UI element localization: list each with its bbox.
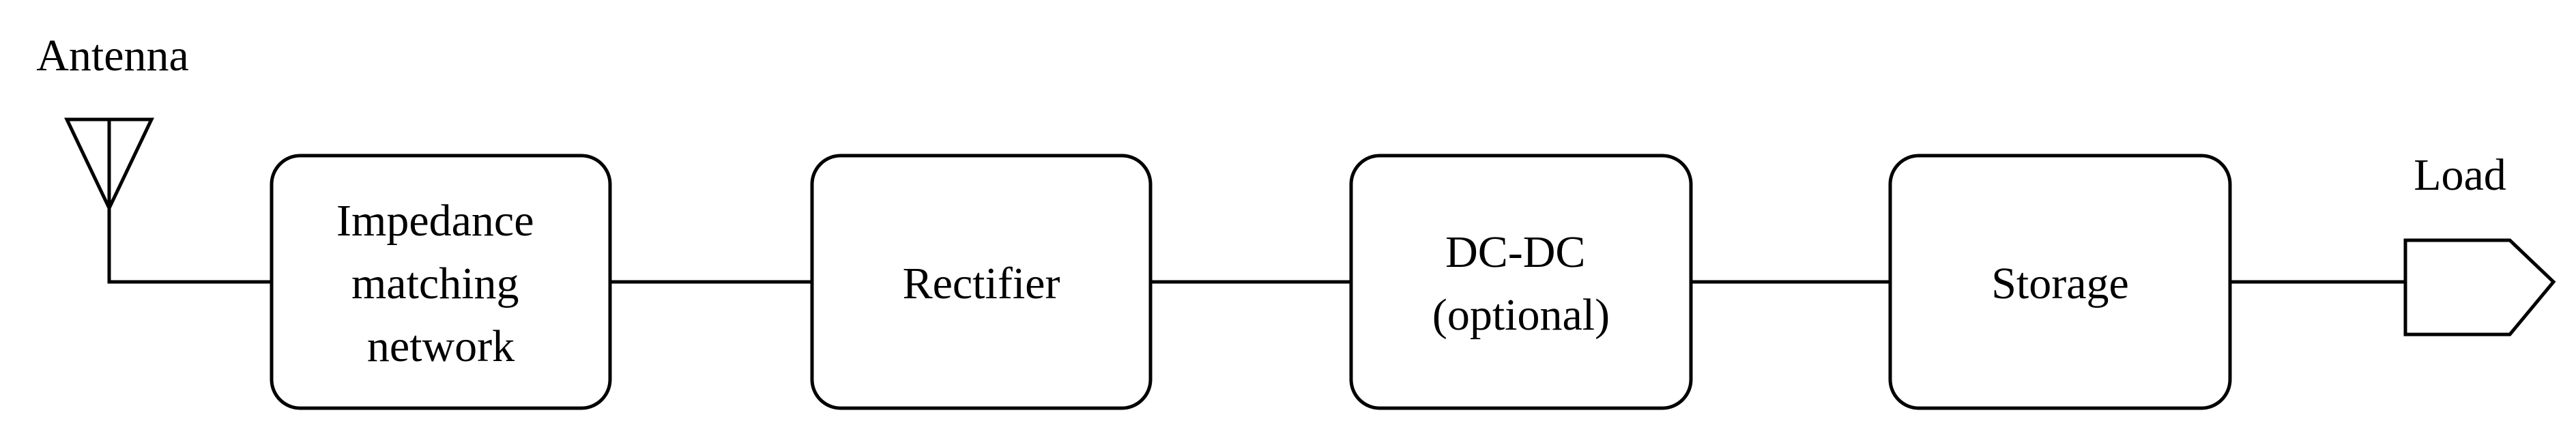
block-dc-dc: DC-DC (optional): [1349, 154, 1693, 410]
dcdc-line-1: DC-DC: [1445, 227, 1585, 277]
svg-text:Impedance matching: Impedance matching network: [336, 196, 545, 371]
svg-text:Storage: Storage: [1991, 259, 2129, 309]
impedance-line-3: network: [367, 321, 515, 371]
wire-antenna-to-impedance: [107, 208, 272, 284]
block-storage: Storage: [1888, 154, 2232, 410]
svg-text:Rectifier: Rectifier: [903, 259, 1060, 309]
dcdc-line-2: (optional): [1432, 290, 1610, 340]
load-label: Load: [2414, 150, 2506, 200]
signal-path: [107, 208, 2405, 284]
antenna-label: Antenna: [36, 31, 189, 81]
impedance-line-1: Impedance: [336, 196, 534, 246]
block-impedance-matching-network: Impedance matching network: [270, 154, 612, 410]
svg-text:DC-DC (optional): DC-DC (optional): [1432, 227, 1610, 340]
storage-label: Storage: [1991, 259, 2129, 309]
rectifier-label: Rectifier: [903, 259, 1060, 309]
impedance-line-2: matching: [351, 259, 519, 309]
block-rectifier: Rectifier: [810, 154, 1153, 410]
load-icon: [2403, 238, 2556, 336]
antenna-icon: [64, 117, 154, 212]
